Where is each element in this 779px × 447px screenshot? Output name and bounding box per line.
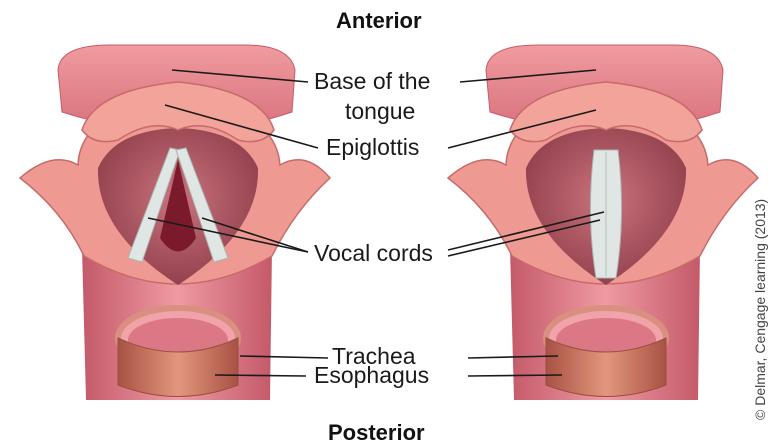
label-epiglottis: Epiglottis <box>326 134 419 161</box>
label-esophagus: Esophagus <box>314 362 429 389</box>
heading-anterior: Anterior <box>336 8 422 34</box>
leader-esophagus-right <box>468 375 562 376</box>
label-vocal-cords: Vocal cords <box>314 240 433 267</box>
larynx-open <box>20 45 330 400</box>
larynx-closed <box>448 45 758 400</box>
label-base-of-the: Base of the <box>314 68 430 95</box>
copyright-credit: © Delmar, Cengage learning (2013) <box>752 199 768 420</box>
leader-esophagus-left <box>215 375 306 376</box>
label-tongue: tongue <box>345 98 415 125</box>
heading-posterior: Posterior <box>328 420 425 446</box>
